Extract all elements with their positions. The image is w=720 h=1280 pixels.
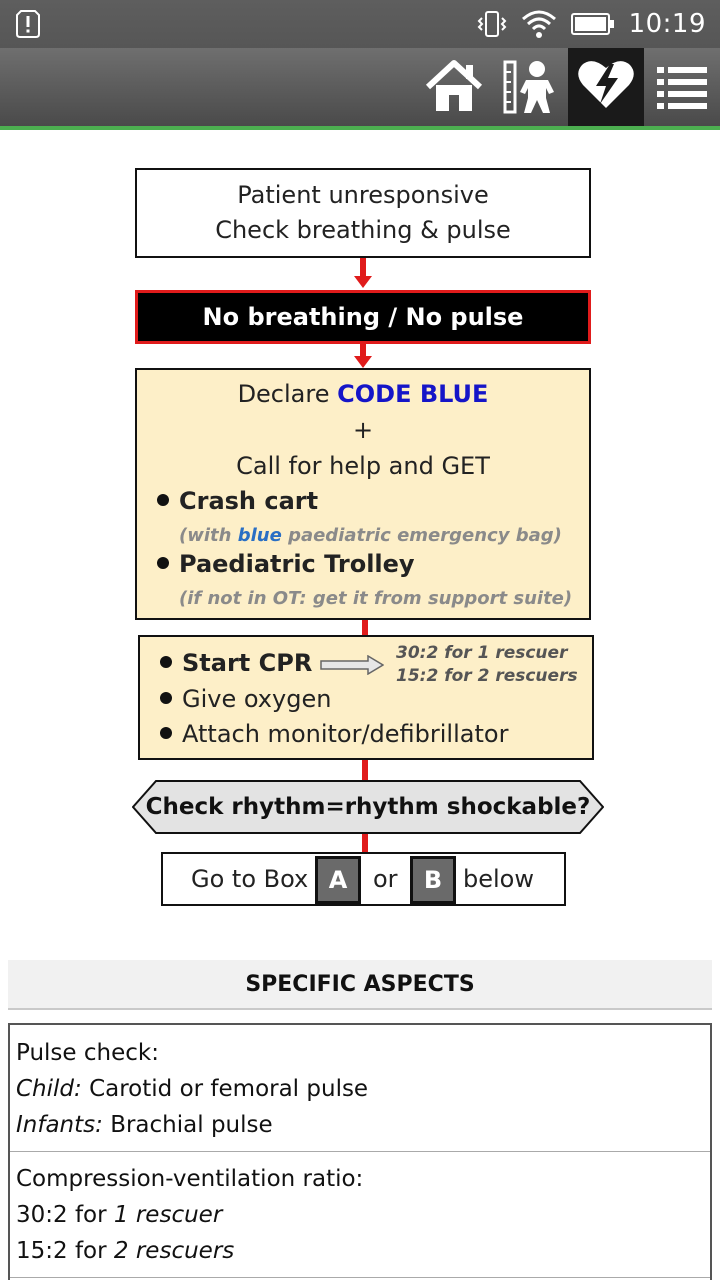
go-to-box-suffix: below	[463, 865, 534, 893]
box-a-badge[interactable]: A	[315, 856, 361, 904]
box1-line2: Check breathing & pulse	[215, 216, 511, 244]
crash-cart-item: Crash cart	[157, 487, 318, 515]
declare-line: Declare CODE BLUE	[137, 380, 589, 408]
menu-list-icon	[657, 67, 707, 109]
compression-two-rescuers: 15:2 for 2 rescuers	[16, 1233, 710, 1269]
row-divider	[10, 1151, 710, 1152]
trolley-item: Paediatric Trolley	[157, 550, 415, 578]
arrow-head-1	[354, 276, 372, 288]
ratio1-prefix: 30:2 for	[16, 1202, 114, 1228]
ratio1-italic: 1 rescuer	[113, 1202, 223, 1228]
right-arrow-icon	[320, 655, 384, 675]
battery-icon	[570, 13, 614, 35]
home-icon	[425, 60, 483, 111]
go-to-box-or: or	[373, 865, 398, 893]
give-oxygen-item: Give oxygen	[160, 685, 331, 713]
step-declare-code-blue: Declare CODE BLUE + Call for help and GE…	[135, 368, 591, 620]
vibrate-icon	[477, 11, 506, 37]
connector-5	[362, 834, 368, 854]
decision-text: Check rhythm=rhythm shockable?	[145, 794, 591, 820]
aspect-pulse-check: Pulse check: Child: Carotid or femoral p…	[10, 1035, 710, 1143]
toolbar-accent-line	[0, 126, 720, 130]
bullet-icon	[160, 692, 172, 704]
box1-line1: Patient unresponsive	[237, 181, 489, 209]
heart-defibrillator-icon	[578, 61, 634, 108]
compression-title: Compression-ventilation ratio:	[16, 1166, 364, 1192]
attach-monitor-label: Attach monitor/defibrillator	[182, 720, 509, 748]
child-growth-button[interactable]	[492, 48, 568, 126]
home-button[interactable]	[416, 48, 492, 126]
status-time: 10:19	[628, 9, 706, 39]
step-start-cpr: Start CPR 30:2 for 1 rescuer 15:2 for 2 …	[138, 635, 594, 760]
notification-alert-icon	[16, 10, 40, 38]
pulse-check-infants: Infants: Brachial pulse	[16, 1107, 710, 1143]
arrow-head-2	[354, 356, 372, 368]
declare-prefix: Declare	[237, 380, 338, 408]
note1-blue: blue	[237, 525, 282, 546]
start-cpr-item: Start CPR	[160, 649, 312, 677]
infants-label: Infants:	[16, 1112, 103, 1138]
bullet-icon	[157, 557, 169, 569]
go-to-box-prefix: Go to Box	[191, 865, 309, 893]
trolley-note: (if not in OT: get it from support suite…	[179, 588, 573, 609]
wifi-icon	[521, 10, 556, 38]
specific-aspects-table: Pulse check: Child: Carotid or femoral p…	[8, 1023, 712, 1280]
aspect-compression-ratio: Compression-ventilation ratio: 30:2 for …	[10, 1161, 710, 1269]
cpr-flowchart: Patient unresponsive Check breathing & p…	[0, 130, 720, 930]
box2-text: No breathing / No pulse	[202, 303, 524, 331]
child-text: Carotid or femoral pulse	[81, 1076, 369, 1102]
ratio-one-rescuer: 30:2 for 1 rescuer	[396, 643, 568, 663]
crash-cart-note: (with blue paediatric emergency bag)	[179, 525, 562, 546]
child-label: Child:	[16, 1076, 82, 1102]
status-bar: 10:19	[0, 0, 720, 48]
connector-2	[360, 344, 366, 358]
pulse-check-child: Child: Carotid or femoral pulse	[16, 1071, 710, 1107]
menu-button[interactable]	[644, 48, 720, 126]
app-toolbar	[0, 48, 720, 126]
decision-shape	[131, 780, 605, 834]
step-no-breathing: No breathing / No pulse	[135, 290, 591, 344]
give-oxygen-label: Give oxygen	[182, 685, 332, 713]
decision-check-rhythm: Check rhythm=rhythm shockable?	[131, 780, 605, 834]
compression-one-rescuer: 30:2 for 1 rescuer	[16, 1197, 710, 1233]
child-growth-icon	[503, 60, 554, 114]
note1-prefix: (with	[179, 525, 238, 546]
attach-monitor-item: Attach monitor/defibrillator	[160, 720, 508, 748]
start-cpr-label: Start CPR	[182, 649, 313, 677]
ratio-two-rescuers: 15:2 for 2 rescuers	[396, 666, 578, 686]
specific-aspects-header: SPECIFIC ASPECTS	[8, 960, 712, 1010]
trolley-label: Paediatric Trolley	[179, 550, 415, 578]
connector-4	[362, 760, 368, 782]
infants-text: Brachial pulse	[102, 1112, 273, 1138]
call-for-help: Call for help and GET	[236, 452, 490, 480]
bullet-icon	[160, 727, 172, 739]
connector-1	[360, 258, 366, 278]
box-b-badge[interactable]: B	[410, 856, 456, 904]
step-patient-unresponsive: Patient unresponsive Check breathing & p…	[135, 168, 591, 258]
connector-3	[362, 620, 368, 636]
pulse-check-title: Pulse check:	[16, 1040, 159, 1066]
crash-cart-label: Crash cart	[179, 487, 319, 515]
bullet-icon	[157, 494, 169, 506]
code-blue-label: CODE BLUE	[337, 380, 489, 408]
row-divider	[10, 1277, 710, 1278]
ratio2-prefix: 15:2 for	[16, 1238, 114, 1264]
step-go-to-box: Go to Box A or B below	[161, 852, 566, 906]
ratio2-italic: 2 rescuers	[113, 1238, 235, 1264]
cpr-button[interactable]	[568, 48, 644, 126]
bullet-icon	[160, 656, 172, 668]
note1-suffix: paediatric emergency bag)	[281, 525, 562, 546]
plus-sign: +	[352, 416, 374, 444]
